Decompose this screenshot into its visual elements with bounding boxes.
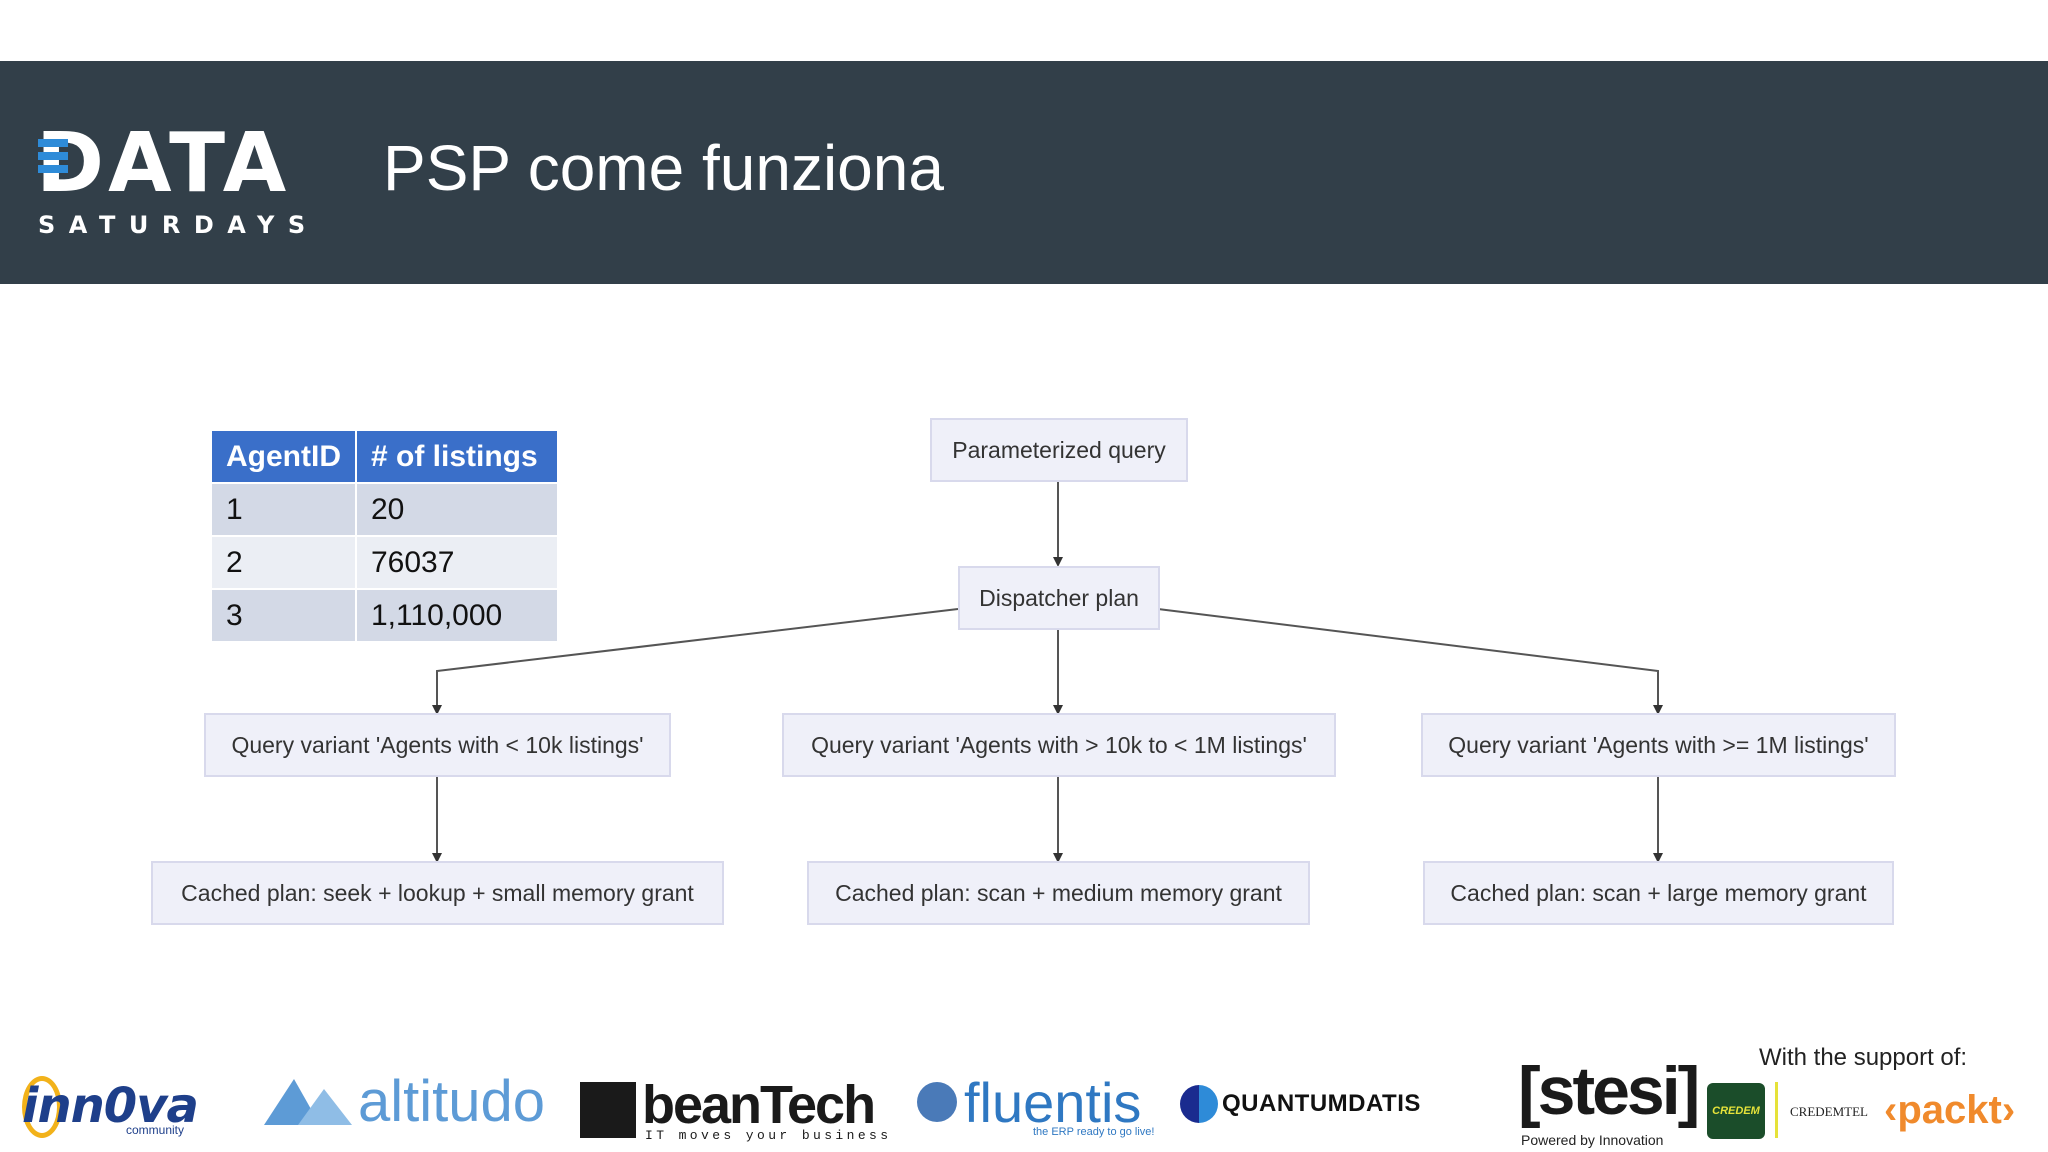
- table-row: 3 1,110,000: [210, 588, 559, 643]
- sponsor-quantumdatis-logo: QUANTUMDATIS: [1222, 1090, 1421, 1117]
- table-cell-agentid: 2: [210, 535, 357, 590]
- logo-subtitle: SATURDAYS: [38, 211, 319, 239]
- sponsor-altitudo-logo: altitudo: [358, 1069, 546, 1134]
- node-plan-large: Cached plan: scan + large memory grant: [1423, 861, 1894, 925]
- sponsor-beantech-logo: beanTech: [642, 1075, 876, 1135]
- table-cell-listings: 20: [355, 482, 559, 537]
- table-header-row: AgentID # of listings: [210, 429, 559, 484]
- agent-listings-table: AgentID # of listings 1 20 2 76037 3 1,1…: [210, 429, 559, 643]
- altitudo-mountain-icon: [264, 1079, 352, 1125]
- table-cell-listings: 76037: [355, 535, 559, 590]
- quantumdatis-icon: [1180, 1085, 1218, 1123]
- node-parameterized-query: Parameterized query: [930, 418, 1188, 482]
- sponsor-credem-logo: CREDEM: [1707, 1083, 1765, 1139]
- sponsor-fluentis-sub: the ERP ready to go live!: [1033, 1126, 1155, 1138]
- node-dispatcher-plan: Dispatcher plan: [958, 566, 1160, 630]
- node-plan-small: Cached plan: seek + lookup + small memor…: [151, 861, 724, 925]
- edge-dispatcher-variant-small: [432, 608, 959, 715]
- sponsor-packt-logo: ‹packt›: [1884, 1088, 2016, 1132]
- sponsor-fluentis-logo: fluentis: [964, 1071, 1142, 1134]
- sponsor-innova-logo: inn0va: [22, 1078, 199, 1134]
- table-cell-agentid: 3: [210, 588, 357, 643]
- table-cell-listings: 1,110,000: [355, 588, 559, 643]
- table-row: 1 20: [210, 482, 559, 537]
- beantech-icon: [580, 1082, 636, 1138]
- sponsor-stesi-logo: [stesi]: [1518, 1053, 1700, 1129]
- node-plan-medium: Cached plan: scan + medium memory grant: [807, 861, 1310, 925]
- node-variant-small: Query variant 'Agents with < 10k listing…: [204, 713, 671, 777]
- innova-ring-icon: [22, 1076, 62, 1138]
- table-header-agentid: AgentID: [210, 429, 357, 484]
- page-title: PSP come funziona: [383, 132, 944, 204]
- sponsor-stesi-sub: Powered by Innovation: [1521, 1132, 1664, 1148]
- data-saturdays-logo: DATA SATURDAYS: [36, 116, 326, 240]
- sponsor-beantech-sub: IT moves your business: [645, 1128, 892, 1143]
- logo-word: DATA: [36, 116, 291, 211]
- table-row: 2 76037: [210, 535, 559, 590]
- node-variant-medium: Query variant 'Agents with > 10k to < 1M…: [782, 713, 1336, 777]
- credem-divider: [1775, 1082, 1778, 1138]
- sponsor-credemtel-logo: CREDEMTEL: [1790, 1104, 1868, 1119]
- header-bar: DATA SATURDAYS PSP come funziona: [0, 61, 2048, 284]
- sponsor-innova-sub: community: [126, 1123, 185, 1137]
- support-label: With the support of:: [1759, 1044, 1968, 1071]
- logo-bars-icon: [38, 139, 68, 189]
- node-variant-large: Query variant 'Agents with >= 1M listing…: [1421, 713, 1896, 777]
- fluentis-icon: [917, 1082, 957, 1122]
- table-cell-agentid: 1: [210, 482, 357, 537]
- edge-dispatcher-variant-large: [1157, 608, 1663, 715]
- table-header-listings: # of listings: [355, 429, 559, 484]
